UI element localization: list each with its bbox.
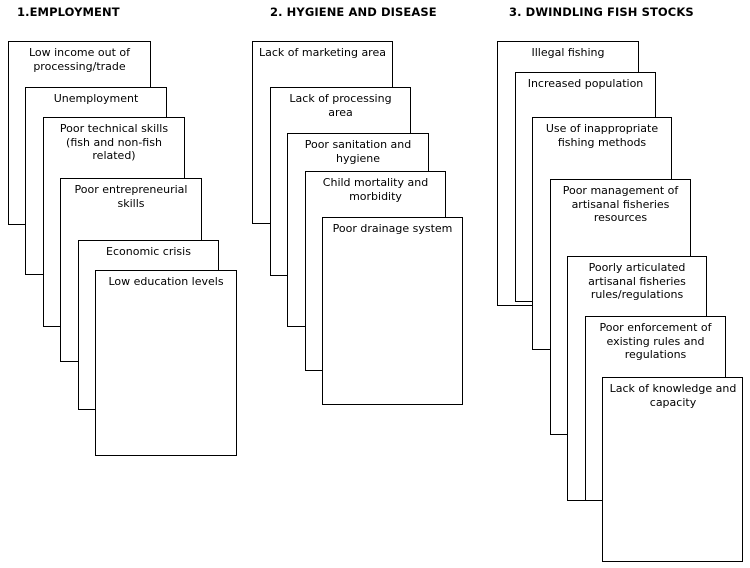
- heading-dwindling-fish-stocks: 3. DWINDLING FISH STOCKS: [509, 5, 694, 19]
- card-lack-knowledge-capacity-text: Lack of knowledge and capacity: [609, 382, 737, 409]
- card-economic-crisis-text: Economic crisis: [106, 245, 191, 258]
- card-inappropriate-fishing-methods-text: Use of inappropriate fishing methods: [545, 122, 659, 149]
- heading-hygiene-and-disease: 2. HYGIENE AND DISEASE: [270, 5, 437, 19]
- card-poor-drainage-text: Poor drainage system: [332, 222, 453, 235]
- card-poor-management-text: Poor management of artisanal fisheries r…: [562, 184, 679, 224]
- card-low-education-levels-text: Low education levels: [108, 275, 224, 288]
- card-low-education-levels: Low education levels: [95, 270, 237, 456]
- card-poorly-articulated-rules-text: Poorly articulated artisanal fisheries r…: [588, 261, 686, 301]
- card-low-income-text: Low income out of processing/trade: [28, 46, 131, 73]
- card-poor-sanitation-text: Poor sanitation and hygiene: [304, 138, 412, 165]
- heading-employment: 1.EMPLOYMENT: [17, 5, 120, 19]
- card-lack-processing-area-text: Lack of processing area: [289, 92, 392, 119]
- card-poor-technical-skills-text: Poor technical skills (fish and non-fish…: [59, 122, 169, 162]
- card-poor-entrepreneurial-skills-text: Poor entrepreneurial skills: [74, 183, 188, 210]
- card-poor-enforcement-text: Poor enforcement of existing rules and r…: [599, 321, 712, 361]
- card-unemployment-text: Unemployment: [53, 92, 139, 105]
- card-lack-marketing-area-text: Lack of marketing area: [259, 46, 386, 59]
- card-increased-population-text: Increased population: [527, 77, 644, 90]
- card-lack-knowledge-capacity: Lack of knowledge and capacity: [602, 377, 743, 562]
- card-illegal-fishing-text: Illegal fishing: [531, 46, 605, 59]
- card-child-mortality-text: Child mortality and morbidity: [322, 176, 429, 203]
- card-poor-drainage: Poor drainage system: [322, 217, 463, 405]
